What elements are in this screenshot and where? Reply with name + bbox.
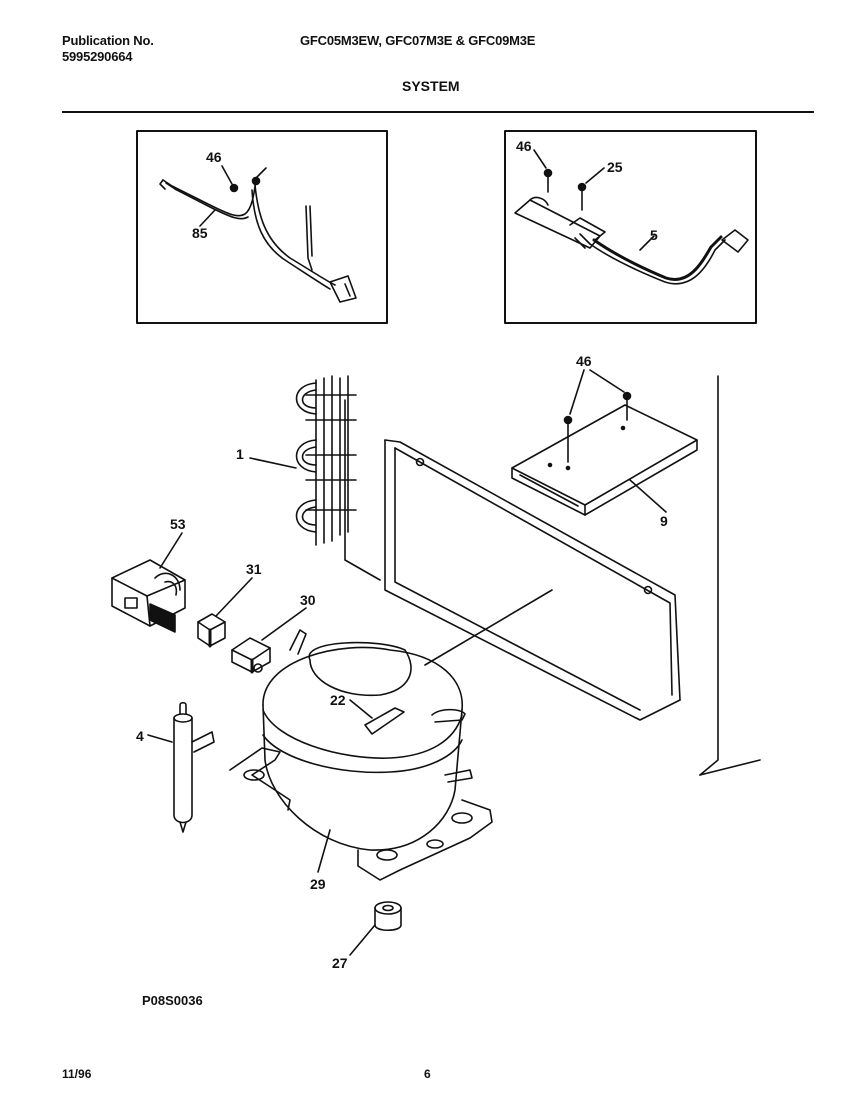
label-22: 22	[330, 692, 346, 708]
label-46-inset-right: 46	[516, 138, 532, 154]
cabinet-outline	[344, 375, 761, 776]
inset-box-cord	[504, 130, 757, 324]
label-27: 27	[332, 955, 348, 971]
label-1: 1	[236, 446, 244, 462]
grommet-27	[374, 901, 402, 932]
relay-30	[231, 637, 271, 674]
overload-31	[197, 613, 226, 648]
condenser-coil	[295, 375, 357, 546]
wire-harness-85	[159, 167, 357, 303]
label-46-bracket: 46	[576, 353, 592, 369]
header-rule	[62, 111, 814, 113]
screw-46-bracket	[563, 391, 632, 463]
label-31: 31	[246, 561, 262, 577]
power-cord-5	[514, 196, 749, 285]
compressor-mounting-plate	[511, 404, 698, 516]
label-5: 5	[650, 227, 658, 243]
label-53: 53	[170, 516, 186, 532]
label-25: 25	[607, 159, 623, 175]
screw-46-inset-right	[543, 168, 553, 193]
screw-25	[577, 182, 587, 211]
label-85: 85	[192, 225, 208, 241]
section-title: SYSTEM	[402, 78, 460, 94]
inset-box-harness	[136, 130, 388, 324]
relay-overload-53	[111, 559, 186, 633]
label-30: 30	[300, 592, 316, 608]
model-numbers: GFC05M3EW, GFC07M3E & GFC09M3E	[300, 33, 536, 48]
label-46-inset-left: 46	[206, 149, 222, 165]
publication-number: 5995290664	[62, 49, 133, 64]
page-number: 6	[424, 1067, 431, 1081]
compressor-29	[229, 629, 493, 881]
filter-dryer-4	[173, 701, 215, 833]
drawing-id: P08S0036	[142, 993, 203, 1008]
label-9: 9	[660, 513, 668, 529]
label-29: 29	[310, 876, 326, 892]
publication-label: Publication No.	[62, 33, 154, 48]
revision-date: 11/96	[62, 1067, 92, 1081]
screw-46-inset-left	[229, 176, 261, 193]
label-4: 4	[136, 728, 144, 744]
